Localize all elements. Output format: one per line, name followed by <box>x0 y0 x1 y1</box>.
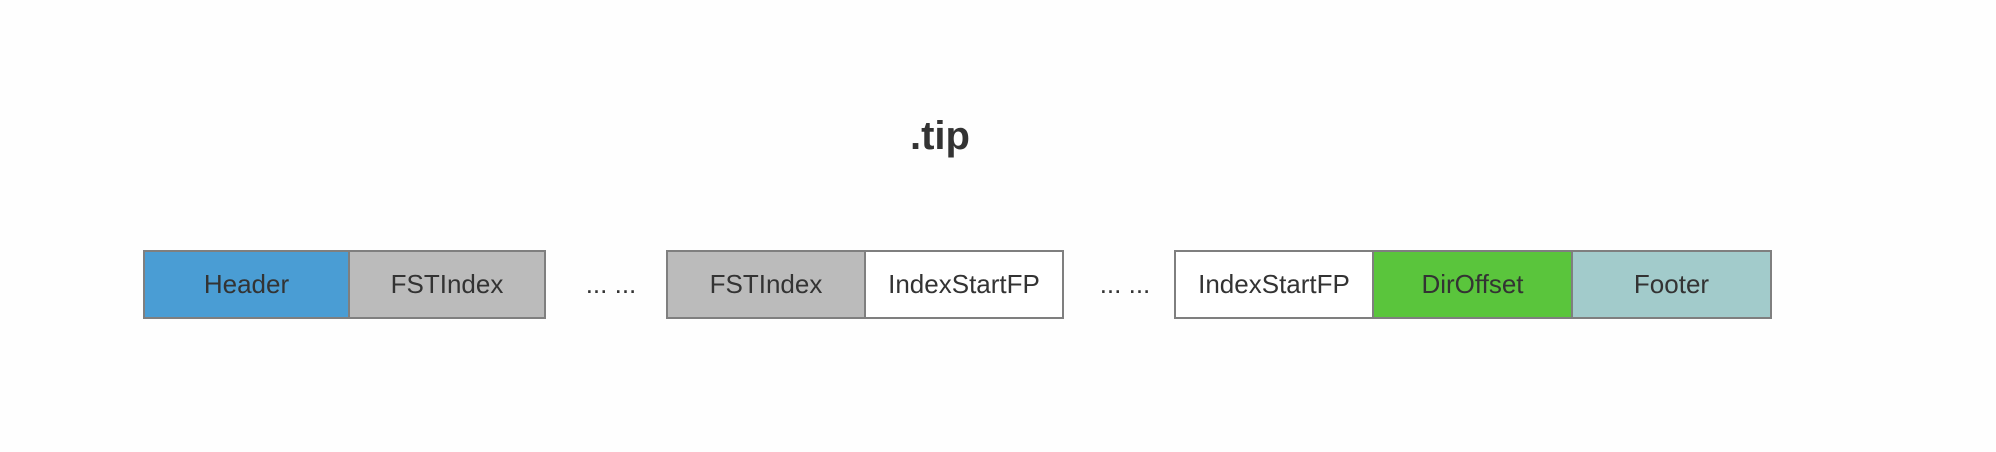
fst-index-segment: FSTIndex <box>350 250 546 319</box>
header-segment: Header <box>143 250 350 319</box>
file-title: .tip <box>910 114 970 158</box>
fst-index-segment: FSTIndex <box>666 250 866 319</box>
ellipsis: ... ... <box>585 269 637 299</box>
ellipsis: ... ... <box>1099 269 1151 299</box>
index-start-fp-segment: IndexStartFP <box>1174 250 1374 319</box>
dir-offset-segment: DirOffset <box>1374 250 1573 319</box>
footer-segment: Footer <box>1573 250 1772 319</box>
index-start-fp-segment: IndexStartFP <box>866 250 1064 319</box>
